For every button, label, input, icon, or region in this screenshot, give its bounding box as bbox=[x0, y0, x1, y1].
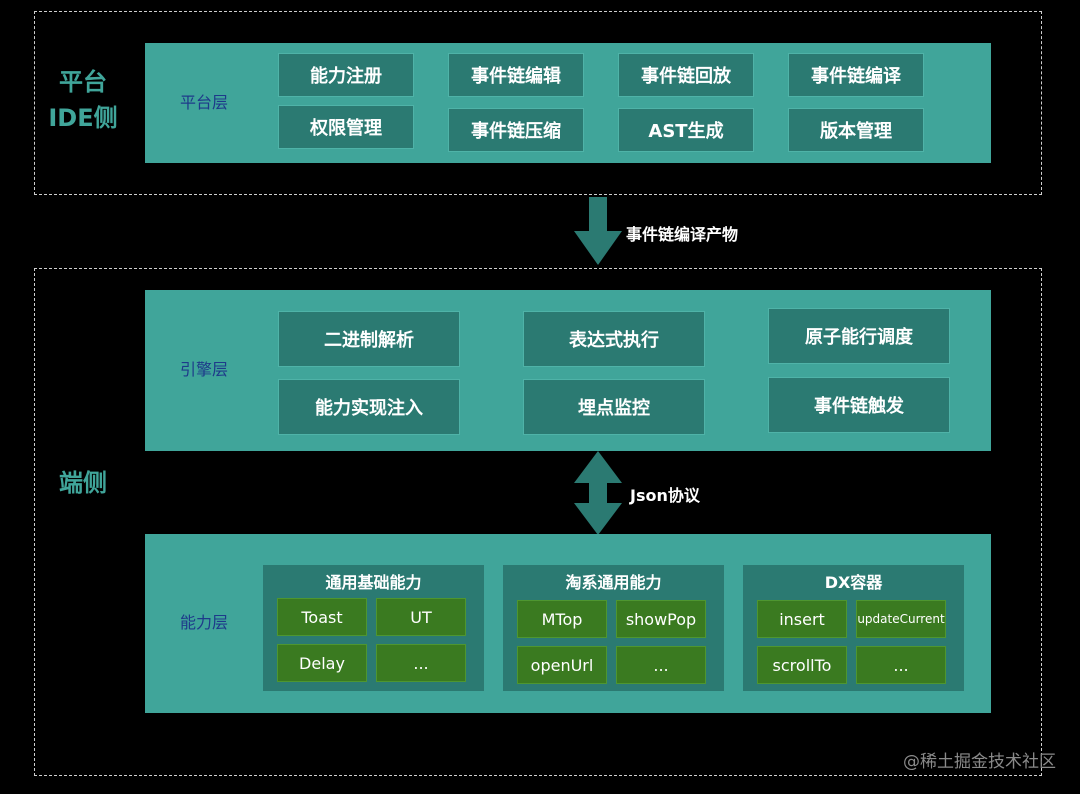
cap-ut: UT bbox=[376, 598, 466, 636]
cap-more: ... bbox=[616, 646, 706, 684]
engine-box-expression-execute: 表达式执行 bbox=[523, 311, 705, 367]
double-arrow-icon bbox=[574, 451, 622, 535]
platform-box-capability-register: 能力注册 bbox=[278, 53, 414, 97]
cap-toast: Toast bbox=[277, 598, 367, 636]
engine-layer-title: 引擎层 bbox=[180, 360, 229, 379]
cap-more: ... bbox=[376, 644, 466, 682]
client-section bbox=[34, 268, 1042, 776]
group-title: 通用基础能力 bbox=[325, 573, 422, 592]
cap-mtop: MTop bbox=[517, 600, 607, 638]
engine-box-tracking-monitor: 埋点监控 bbox=[523, 379, 705, 435]
platform-box-event-chain-compile: 事件链编译 bbox=[788, 53, 924, 97]
platform-box-version-management: 版本管理 bbox=[788, 108, 924, 152]
engine-box-capability-inject: 能力实现注入 bbox=[278, 379, 460, 435]
capability-layer-title: 能力层 bbox=[180, 613, 229, 632]
platform-section-label: 平台 IDE侧 bbox=[38, 64, 128, 136]
platform-label-line1: 平台 bbox=[59, 68, 107, 96]
cap-update-current: updateCurrent bbox=[856, 600, 946, 638]
cap-more: ... bbox=[856, 646, 946, 684]
json-protocol-label: Json协议 bbox=[630, 486, 700, 505]
engine-box-binary-parse: 二进制解析 bbox=[278, 311, 460, 367]
engine-box-atomic-schedule: 原子能行调度 bbox=[768, 308, 950, 364]
engine-box-event-chain-trigger: 事件链触发 bbox=[768, 377, 950, 433]
watermark: @稀土掘金技术社区 bbox=[903, 752, 1056, 772]
down-arrow-icon bbox=[574, 197, 622, 265]
cap-delay: Delay bbox=[277, 644, 367, 682]
platform-box-event-chain-edit: 事件链编辑 bbox=[448, 53, 584, 97]
platform-layer-title: 平台层 bbox=[180, 93, 229, 112]
compile-output-label: 事件链编译产物 bbox=[626, 225, 739, 244]
platform-label-line2: IDE侧 bbox=[48, 104, 118, 132]
platform-box-event-chain-replay: 事件链回放 bbox=[618, 53, 754, 97]
platform-ide-section bbox=[34, 11, 1042, 195]
group-title: DX容器 bbox=[824, 573, 883, 592]
client-section-label: 端侧 bbox=[59, 469, 107, 497]
cap-insert: insert bbox=[757, 600, 847, 638]
cap-showpop: showPop bbox=[616, 600, 706, 638]
cap-scrollto: scrollTo bbox=[757, 646, 847, 684]
cap-openurl: openUrl bbox=[517, 646, 607, 684]
platform-box-ast-generate: AST生成 bbox=[618, 108, 754, 152]
group-title: 淘系通用能力 bbox=[565, 573, 662, 592]
platform-box-permission-management: 权限管理 bbox=[278, 105, 414, 149]
platform-box-event-chain-compress: 事件链压缩 bbox=[448, 108, 584, 152]
